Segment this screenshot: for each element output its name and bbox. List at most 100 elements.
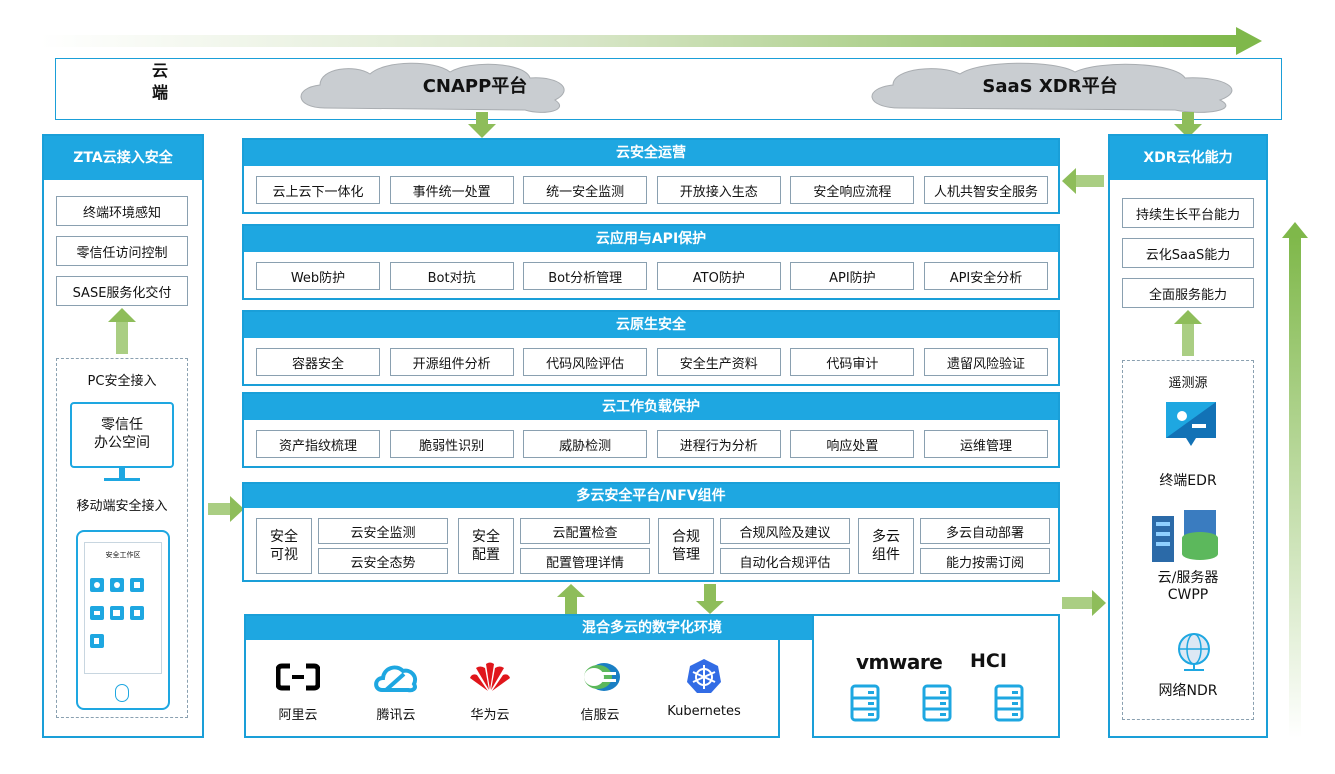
row-app-api-item: API防护: [790, 262, 915, 290]
arrow-left-xdr: [1062, 168, 1104, 194]
monitor-base-icon: [104, 478, 140, 481]
left-item-1: 零信任访问控制: [56, 236, 188, 266]
cloud-side-label: 云 端: [151, 61, 168, 102]
left-item-2: SASE服务化交付: [56, 276, 188, 306]
multi-group-item: 云配置检查: [520, 518, 650, 544]
multi-group-item: 云安全监测: [318, 518, 448, 544]
multi-group-label: 安全 可视: [256, 518, 312, 574]
row-cloud-native-item: 遗留风险验证: [924, 348, 1048, 376]
pc-access-label: PC安全接入: [87, 374, 157, 389]
telemetry-source-0: 终端EDR: [1159, 473, 1217, 489]
monitor-icon: [70, 402, 174, 468]
phone-icon: [76, 530, 170, 710]
multi-group-item: 云安全态势: [318, 548, 448, 574]
row-app-api-item: Web防护: [256, 262, 380, 290]
progress-arrow-right: [1282, 222, 1308, 738]
arrow-right-left-panel: [208, 496, 244, 522]
arrow-down-hybrid: [696, 584, 724, 614]
server-icons: [850, 684, 1024, 722]
mobile-access-label: 移动端安全接入: [76, 499, 168, 514]
aliyun-icon: [276, 663, 320, 691]
multi-group-label: 安全 配置: [458, 518, 514, 574]
row-cloud-ops-item: 统一安全监测: [523, 176, 648, 204]
huawei-icon: [470, 662, 510, 691]
provider-label-1: 腾讯云: [376, 708, 416, 723]
row-cloud-native-item: 容器安全: [256, 348, 380, 376]
cnapp-label: CNAPP平台: [422, 76, 528, 97]
telemetry-label: 遥测源: [1168, 376, 1208, 391]
server-cwpp-icon: [1152, 510, 1218, 562]
left-panel-title: ZTA云接入安全: [44, 136, 202, 180]
row-cloud-native-item: 代码风险评估: [523, 348, 648, 376]
left-panel: [42, 134, 204, 738]
arrow-up-left: [108, 308, 136, 354]
row-cloud-native-item: 代码审计: [790, 348, 915, 376]
row-app-api-item: Bot对抗: [389, 262, 514, 290]
arrow-down-xdr: [1174, 112, 1202, 138]
row-workload-item: 资产指纹梳理: [256, 430, 380, 458]
right-item-0: 持续生长平台能力: [1122, 198, 1254, 228]
row-workload-title: 云工作负载保护: [244, 394, 1058, 420]
left-item-0: 终端环境感知: [56, 196, 188, 226]
row-cloud-ops-title: 云安全运营: [244, 140, 1058, 166]
cnapp-cloud-icon: [300, 62, 565, 113]
endpoint-edr-icon: [1166, 402, 1216, 446]
row-app-api-item: ATO防护: [656, 262, 781, 290]
cloud-band: [55, 58, 1282, 120]
arrow-up-hybrid: [557, 584, 585, 614]
vmware-logo: vmware: [856, 650, 943, 674]
saas-xdr-cloud-icon: [871, 62, 1233, 113]
monitor-text: 零信任 办公空间: [94, 417, 150, 451]
phone-screen-title: 安全工作区: [105, 551, 141, 559]
multi-group-item: 能力按需订阅: [920, 548, 1050, 574]
provider-label-3: 信服云: [580, 708, 620, 723]
row-workload-item: 威胁检测: [523, 430, 648, 458]
row-workload-item: 脆弱性识别: [389, 430, 514, 458]
row-cloud-ops-item: 开放接入生态: [656, 176, 781, 204]
multi-group-item: 合规风险及建议: [720, 518, 850, 544]
row-app-api-item: API安全分析: [924, 262, 1048, 290]
multi-group-item: 自动化合规评估: [720, 548, 850, 574]
row-app-api-item: Bot分析管理: [523, 262, 648, 290]
arrow-down-cnapp: [468, 112, 496, 138]
app-grid-icon: [90, 578, 144, 648]
row-cloud-native-item: 开源组件分析: [389, 348, 514, 376]
row-cloud-ops-item: 人机共智安全服务: [924, 176, 1048, 204]
telemetry-frame: [1122, 360, 1254, 720]
row-workload-item: 运维管理: [924, 430, 1048, 458]
row-cloud-ops-item: 安全响应流程: [790, 176, 915, 204]
row-cloud-ops-item: 云上云下一体化: [256, 176, 380, 204]
row-cloud-native-title: 云原生安全: [244, 312, 1058, 338]
row-cloud-ops-item: 事件统一处置: [389, 176, 514, 204]
right-item-2: 全面服务能力: [1122, 278, 1254, 308]
multi-group-item: 配置管理详情: [520, 548, 650, 574]
row-workload-item: 响应处置: [790, 430, 915, 458]
monitor-stand-icon: [119, 468, 125, 478]
right-panel-title: XDR云化能力: [1110, 136, 1266, 180]
multi-cloud-title: 多云安全平台/NFV组件: [244, 484, 1058, 508]
multi-group-item: 多云自动部署: [920, 518, 1050, 544]
right-item-1: 云化SaaS能力: [1122, 238, 1254, 268]
telemetry-source-1: 云/服务器 CWPP: [1157, 570, 1219, 603]
provider-label-2: 华为云: [470, 708, 510, 723]
hci-label: HCI: [970, 650, 1007, 672]
row-cloud-native-item: 安全生产资料: [656, 348, 781, 376]
provider-label-0: 阿里云: [278, 708, 318, 723]
progress-arrow-top: [40, 27, 1262, 55]
tencent-cloud-icon: [374, 665, 417, 693]
left-access-frame: [56, 358, 188, 718]
saas-xdr-label: SaaS XDR平台: [982, 76, 1118, 97]
row-app-api-title: 云应用与API保护: [244, 226, 1058, 252]
sangfor-cloud-icon: [584, 663, 620, 691]
hybrid-title-frame: [244, 614, 1060, 642]
network-ndr-icon: [1178, 633, 1210, 671]
telemetry-source-2: 网络NDR: [1158, 683, 1218, 699]
row-workload-item: 进程行为分析: [656, 430, 781, 458]
multi-group-label: 合规 管理: [658, 518, 714, 574]
arrow-right-xdr: [1062, 590, 1106, 616]
multi-group-label: 多云 组件: [858, 518, 914, 574]
phone-screen: [84, 542, 162, 674]
kubernetes-icon: [687, 659, 721, 693]
phone-home-button-icon: [115, 684, 129, 702]
provider-label-4: Kubernetes: [667, 704, 741, 719]
